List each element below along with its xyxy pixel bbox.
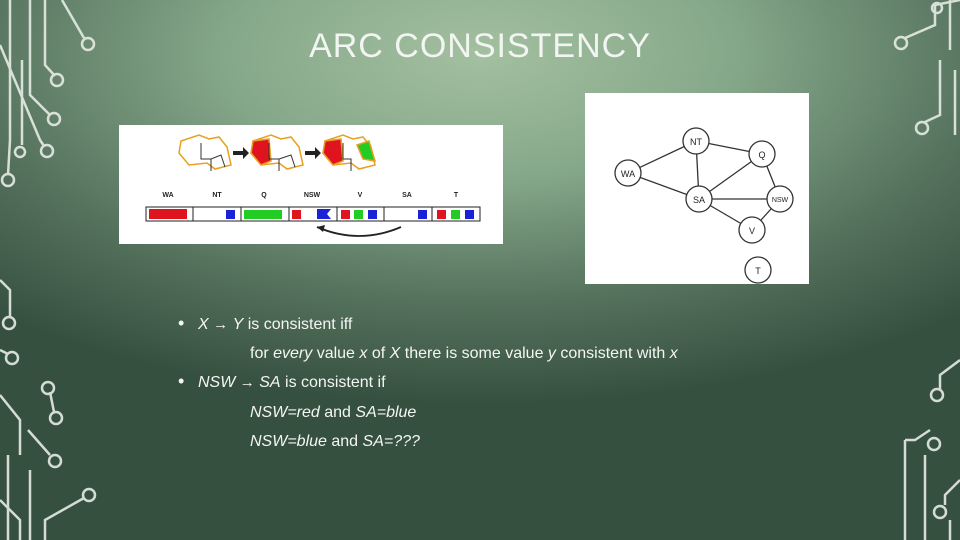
text-run: y xyxy=(547,345,556,362)
text-run: for xyxy=(250,345,274,362)
australia-map-3 xyxy=(322,134,377,171)
text-run: value xyxy=(312,345,360,362)
label-SA: SA xyxy=(402,192,412,199)
node-V xyxy=(738,216,766,244)
text-run: every xyxy=(273,345,313,362)
text-run: and xyxy=(326,433,363,450)
bullet-2-rest: is consistent if xyxy=(285,374,386,391)
arrow-icon: → xyxy=(239,374,255,391)
node-label-SA: SA xyxy=(693,195,705,205)
label-Q: Q xyxy=(261,192,267,199)
label-T: T xyxy=(454,192,459,199)
text-run: SA=blue xyxy=(355,404,417,421)
text-run: of xyxy=(367,345,390,362)
text-run: NSW=red xyxy=(250,404,320,421)
bullet-2-to: SA xyxy=(259,374,281,391)
node-Q xyxy=(748,140,776,168)
node-SA xyxy=(685,185,713,213)
text-run: NSW=blue xyxy=(250,433,327,450)
node-label-NT: NT xyxy=(690,137,702,147)
node-label-WA: WA xyxy=(621,169,635,179)
text-run: X xyxy=(389,345,401,362)
map-coloring-svg: WA NT Q NSW V SA T xyxy=(145,134,481,237)
constraint-graph-svg: NT Q WA SA NSW V T xyxy=(614,127,794,284)
text-run: there is some value xyxy=(400,345,548,362)
bullet-1-to: Y xyxy=(232,316,244,333)
node-label-T: T xyxy=(755,266,761,276)
node-WA xyxy=(614,159,642,187)
domain-bar xyxy=(145,206,481,222)
text-run: and xyxy=(319,404,356,421)
bullet-marker-1: • xyxy=(178,313,185,333)
node-label-Q: Q xyxy=(758,150,765,160)
bullet-2-sub-1: NSW=red and SA=blue xyxy=(250,404,416,422)
node-label-V: V xyxy=(749,226,755,236)
text-run: x xyxy=(359,345,368,362)
slide-title: ARC CONSISTENCY xyxy=(309,27,651,65)
text-run: SA=??? xyxy=(362,433,420,450)
bullet-2-sub-2: NSW=blue and SA=??? xyxy=(250,433,420,451)
text-run: consistent with xyxy=(555,345,670,362)
label-WA: WA xyxy=(162,192,173,199)
bullet-1-sub-1: for every value x of X there is some val… xyxy=(250,345,678,363)
bullet-1-from: X xyxy=(198,316,209,333)
bullet-2: NSW → SA is consistent if xyxy=(198,374,386,392)
bullet-1: X → Y is consistent iff xyxy=(198,316,352,334)
bullet-2-from: NSW xyxy=(198,374,236,391)
constraint-graph-figure: NT Q WA SA NSW V T xyxy=(585,93,809,284)
text-run: x xyxy=(669,345,678,362)
node-label-NSW: NSW xyxy=(772,197,789,204)
australia-map-2 xyxy=(250,134,304,171)
node-T xyxy=(744,256,772,284)
australia-map-1 xyxy=(178,134,232,171)
node-NSW xyxy=(766,185,794,213)
bullet-1-rest: is consistent iff xyxy=(247,316,353,333)
bullet-marker-2: • xyxy=(178,371,185,391)
node-NT xyxy=(682,127,710,155)
arrow-icon: → xyxy=(213,316,229,333)
label-V: V xyxy=(358,192,363,199)
label-NSW: NSW xyxy=(304,192,321,199)
label-NT: NT xyxy=(212,192,222,199)
map-coloring-figure: WA NT Q NSW V SA T xyxy=(119,125,503,244)
